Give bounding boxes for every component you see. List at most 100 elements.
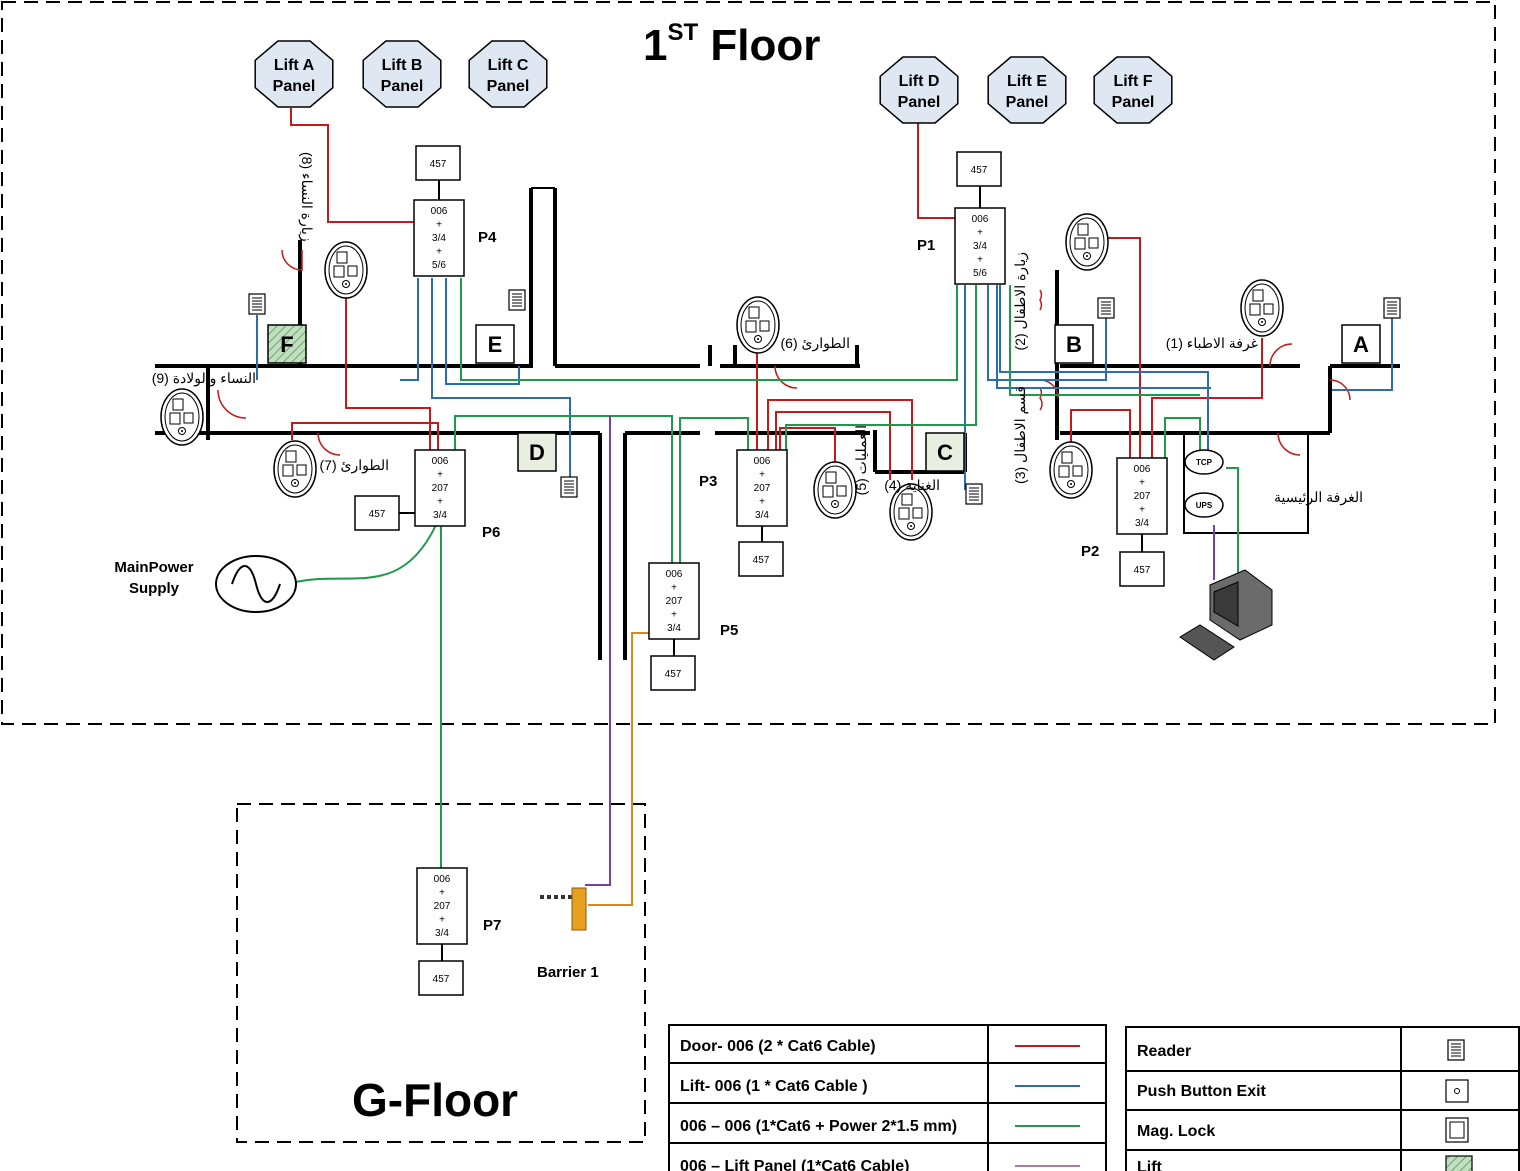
controller-panels: 006+3/4+5/6457P1006+207+3/4457P2006+207+…: [354, 145, 1168, 996]
lift-panel-label: Lift E: [1007, 73, 1047, 90]
panel-line: +: [759, 497, 765, 508]
lift-marker: A: [1341, 324, 1381, 364]
lift-panel-shape: [254, 40, 334, 108]
panel-line: 3/4: [667, 623, 681, 634]
panel-line: 3/4: [973, 241, 987, 252]
lift-panel: Lift E Panel: [987, 56, 1067, 124]
panel-line: 5/6: [973, 268, 987, 279]
room-label-5: (5) العمليات: [853, 425, 869, 495]
sub-box: [418, 960, 464, 996]
panel-line: 3/4: [755, 510, 769, 521]
panel-box: [414, 449, 466, 527]
panel-line: +: [1139, 478, 1145, 489]
power-label-2: Supply: [129, 580, 180, 597]
panel-line: +: [759, 470, 765, 481]
symbol-legend-label: Push Button Exit: [1137, 1083, 1267, 1100]
first-floor-boundary: [1, 1, 1496, 725]
walls: [155, 187, 1400, 660]
panel-line: 006: [431, 206, 448, 217]
reader-icon: [560, 476, 578, 498]
sub-box: [956, 151, 1002, 187]
door-device-icon: [1240, 279, 1284, 337]
sub-box: [1119, 551, 1165, 587]
push-button-icon: [1445, 1079, 1469, 1103]
panel-line: +: [437, 470, 443, 481]
panel-line: 006: [434, 874, 451, 885]
lift-marker-label: C: [937, 440, 953, 465]
lift-panel-shape: [362, 40, 442, 108]
lift-panel-label: Panel: [273, 78, 316, 95]
lift-panel-label: Lift A: [274, 57, 315, 74]
barrier-icon: [540, 887, 587, 931]
room-label-6: (6) الطوارئ: [781, 335, 850, 352]
sub-box-label: 457: [665, 669, 682, 680]
sub-box-label: 457: [433, 974, 450, 985]
panel-box: [648, 562, 700, 640]
main-room-label: الغرفة الرئيسية: [1274, 489, 1363, 506]
sub-box-label: 457: [430, 159, 447, 170]
panel-line: 3/4: [1135, 518, 1149, 529]
door-cables: [290, 108, 1263, 480]
reader-icon: [1447, 1039, 1465, 1061]
lift-panel-label: Panel: [1006, 94, 1049, 111]
panel-label: P3: [699, 473, 717, 490]
panel-line: +: [671, 583, 677, 594]
door-device-icon: [1049, 441, 1093, 499]
lift-marker: C: [925, 432, 965, 472]
panel-label: P5: [720, 622, 738, 639]
barrier-label: Barrier 1: [537, 964, 599, 981]
lift-panel-label: Lift D: [899, 73, 940, 90]
panel-label: P7: [483, 917, 501, 934]
panel-line: 207: [754, 483, 771, 494]
lift-marker-label: E: [488, 332, 503, 357]
sub-box: [650, 655, 696, 691]
door-device-icon: [273, 440, 317, 498]
panel-line: +: [977, 228, 983, 239]
lift-panel-shape: [468, 40, 548, 108]
symbol-legend-label: Lift: [1137, 1159, 1163, 1171]
lift-cables: [256, 278, 1393, 490]
lift-marker: D: [517, 432, 557, 472]
panel-line: 3/4: [432, 233, 446, 244]
panel-line: +: [439, 888, 445, 899]
tcp-label: TCP: [1196, 458, 1213, 467]
cable-legend-label: 006 – 006 (1*Cat6 + Power 2*1.5 mm): [680, 1118, 957, 1135]
power-label-1: MainPower: [114, 559, 193, 576]
first-floor-title: 1ST Floor: [643, 19, 820, 70]
panel-box: [416, 867, 468, 945]
lift-marker: B: [1054, 324, 1094, 364]
panel-line: 006: [1134, 464, 1151, 475]
room-label-9: (9) النساء والولادة: [152, 370, 256, 387]
room-label-3: (3) قسم الاطفال: [1012, 386, 1029, 484]
room-label-7: (7) الطوارئ: [320, 457, 389, 474]
reader-icon: [248, 293, 266, 315]
sub-box-label: 457: [971, 165, 988, 176]
lift-panel-label: Lift F: [1113, 73, 1152, 90]
sub-box-label: 457: [369, 509, 386, 520]
panel-box: [413, 199, 465, 277]
panel-line: +: [439, 915, 445, 926]
panel-label: P4: [478, 229, 497, 246]
panel-line: +: [1139, 505, 1145, 516]
panel-box: [954, 207, 1006, 285]
symbol-legend-label: Mag. Lock: [1137, 1123, 1215, 1140]
lift-panel-label: Lift C: [488, 57, 529, 74]
panel-line: +: [977, 255, 983, 266]
door-device-icon: [160, 388, 204, 446]
panel-box: [736, 449, 788, 527]
tcp-icon: [1184, 449, 1224, 475]
panel-line: 207: [432, 483, 449, 494]
lift-panel-label: Lift B: [382, 57, 423, 74]
